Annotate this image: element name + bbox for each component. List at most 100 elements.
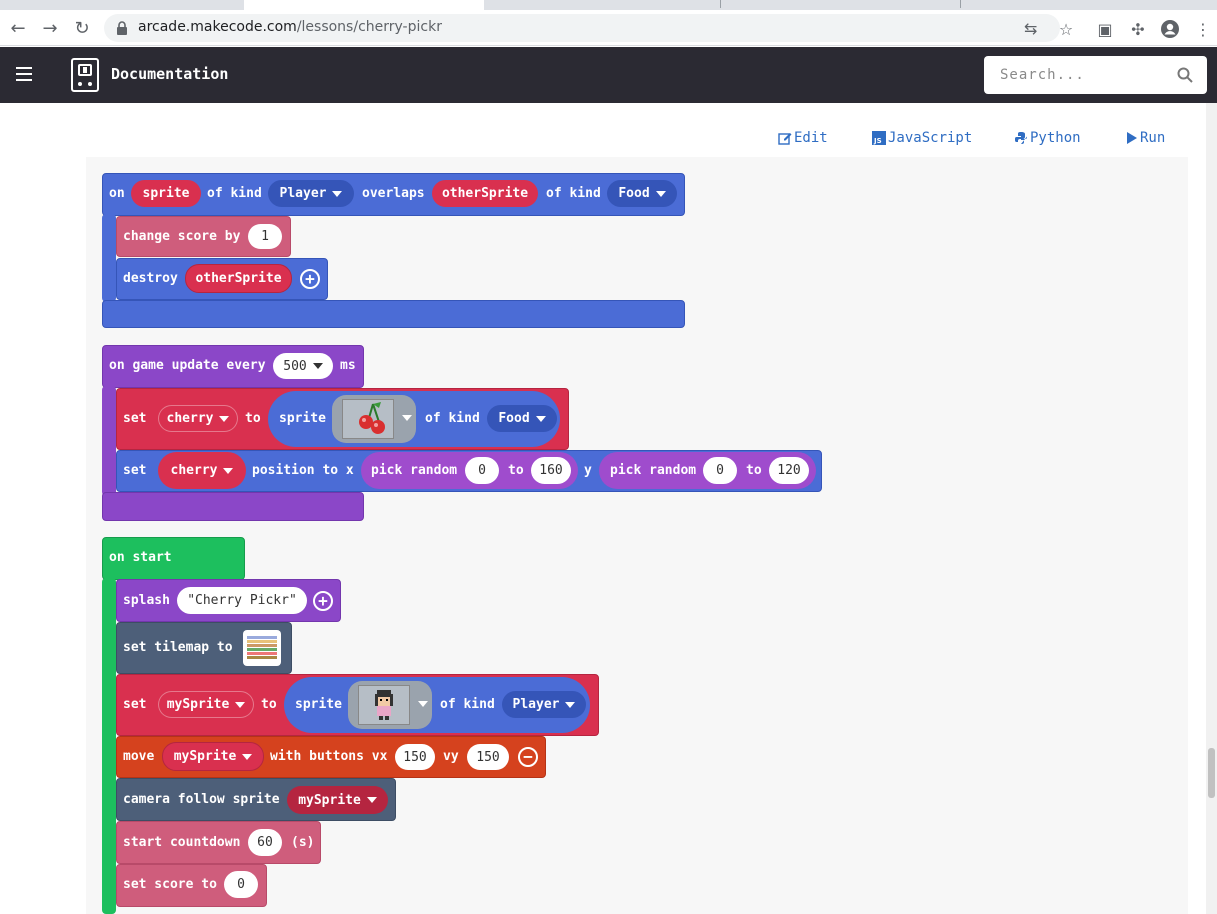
- seconds-label: (s): [291, 835, 315, 850]
- star-icon[interactable]: ☆: [1058, 19, 1074, 39]
- run-link[interactable]: Run: [1126, 130, 1165, 146]
- camera-follow-label: camera follow sprite: [123, 792, 280, 807]
- cherry-image-picker[interactable]: [332, 395, 416, 443]
- mysprite-variable-dropdown[interactable]: mySprite: [162, 742, 264, 771]
- browser-tabstrip: [0, 0, 1217, 10]
- score-change-input[interactable]: 1: [248, 224, 282, 249]
- tab-separator: [960, 0, 961, 8]
- tilemap-picker[interactable]: [243, 630, 281, 666]
- hamburger-menu-icon[interactable]: [16, 67, 32, 81]
- change-score-label: change score by: [123, 229, 241, 244]
- cherry-variable-dropdown[interactable]: cherry: [158, 452, 246, 489]
- player-character-icon: [358, 685, 410, 725]
- address-bar[interactable]: arcade.makecode.com/lessons/cherry-pickr…: [104, 14, 1060, 42]
- extension-office-icon[interactable]: ▣: [1097, 19, 1113, 39]
- set-label: set: [123, 697, 147, 712]
- javascript-link[interactable]: JS JavaScript: [872, 130, 973, 146]
- chevron-down-icon: [418, 701, 428, 707]
- game-update-arm: [102, 386, 116, 496]
- tab-separator: [720, 0, 721, 8]
- pick-random-label: pick random: [610, 463, 697, 478]
- scrollbar-thumb[interactable]: [1208, 748, 1215, 798]
- edit-link[interactable]: Edit: [778, 130, 828, 146]
- edit-icon: [778, 133, 792, 145]
- x-max-input[interactable]: 160: [531, 457, 571, 484]
- on-start-label: on start: [109, 550, 172, 565]
- kind-dropdown[interactable]: Food: [487, 405, 557, 432]
- profile-icon[interactable]: [1159, 18, 1181, 40]
- splash-text-input[interactable]: "Cherry Pickr": [177, 587, 307, 614]
- makecode-arcade-logo[interactable]: [71, 58, 99, 92]
- y-max-input[interactable]: 120: [769, 457, 809, 484]
- active-tab[interactable]: [244, 0, 484, 10]
- start-countdown-block[interactable]: [116, 821, 321, 864]
- countdown-input[interactable]: 60: [248, 829, 282, 856]
- back-icon[interactable]: ←: [10, 17, 26, 39]
- page-title[interactable]: Documentation: [111, 65, 229, 83]
- vy-input[interactable]: 150: [467, 744, 509, 770]
- interval-dropdown[interactable]: 500: [273, 353, 333, 379]
- of-kind-label: of kind: [207, 186, 262, 201]
- vx-input[interactable]: 150: [395, 744, 435, 770]
- puzzle-icon[interactable]: ✣: [1131, 19, 1145, 39]
- score-input[interactable]: 0: [224, 871, 258, 898]
- game-update-footer: [102, 492, 364, 521]
- to-label: to: [245, 411, 261, 426]
- kind-dropdown[interactable]: Player: [502, 691, 586, 718]
- to-label: to: [746, 463, 762, 478]
- of-kind-label: of kind: [440, 697, 495, 712]
- with-buttons-label: with buttons vx: [270, 749, 388, 764]
- search-field[interactable]: [984, 56, 1207, 94]
- ms-label: ms: [340, 358, 356, 373]
- on-start-block[interactable]: [102, 537, 245, 580]
- x-min-input[interactable]: 0: [465, 457, 499, 484]
- tilemap-icon: [247, 636, 277, 659]
- set-score-label: set score to: [123, 877, 217, 892]
- destroy-label: destroy: [123, 271, 178, 286]
- add-parameter-icon[interactable]: +: [313, 591, 333, 611]
- search-icon[interactable]: [1177, 67, 1193, 83]
- player-image-picker[interactable]: [348, 681, 432, 729]
- sprite-param[interactable]: sprite: [131, 180, 201, 207]
- othersprite-param[interactable]: otherSprite: [432, 180, 538, 207]
- cherry-variable-dropdown[interactable]: cherry: [158, 405, 238, 432]
- overlap-event-footer: [102, 300, 685, 328]
- mysprite-variable-dropdown[interactable]: mySprite: [287, 786, 388, 814]
- kind-dropdown[interactable]: Player: [268, 180, 354, 207]
- add-parameter-icon[interactable]: +: [300, 269, 320, 289]
- menu-kebab-icon[interactable]: ⋮: [1195, 19, 1211, 39]
- sprite-label: sprite: [279, 411, 326, 426]
- y-label: y: [584, 463, 592, 478]
- set-label: set: [123, 463, 147, 478]
- mysprite-variable-dropdown[interactable]: mySprite: [158, 691, 254, 718]
- svg-text:JS: JS: [873, 137, 882, 145]
- search-input[interactable]: [1000, 65, 1170, 85]
- to-label: to: [261, 697, 277, 712]
- python-link[interactable]: Python: [1014, 130, 1081, 146]
- url-text: arcade.makecode.com/lessons/cherry-pickr: [138, 19, 442, 35]
- destroy-target-param[interactable]: otherSprite: [185, 264, 292, 293]
- forward-icon[interactable]: →: [42, 17, 58, 39]
- site-header: Documentation: [0, 47, 1217, 103]
- vy-label: vy: [443, 749, 459, 764]
- game-update-label: on game update every: [109, 358, 266, 373]
- overlap-event-arm: [102, 214, 116, 302]
- sprite-label: sprite: [295, 697, 342, 712]
- python-icon: [1015, 132, 1027, 144]
- on-start-arm: [102, 578, 116, 914]
- of-kind-label: of kind: [425, 411, 480, 426]
- remove-parameter-icon[interactable]: −: [518, 747, 538, 767]
- y-min-input[interactable]: 0: [703, 457, 737, 484]
- page-scrollbar[interactable]: [1206, 103, 1217, 914]
- code-actions: Edit JS JavaScript Python Run: [0, 130, 1217, 150]
- play-icon: [1127, 132, 1137, 144]
- start-countdown-label: start countdown: [123, 835, 241, 850]
- kind-dropdown[interactable]: Food: [607, 180, 677, 207]
- set-label: set: [123, 411, 147, 426]
- reload-icon[interactable]: ↻: [74, 17, 90, 39]
- pick-random-label: pick random: [371, 463, 458, 478]
- move-label: move: [123, 749, 155, 764]
- browser-toolbar: ← → ↻ arcade.makecode.com/lessons/cherry…: [0, 10, 1217, 46]
- translate-icon[interactable]: ⇆: [1024, 19, 1038, 38]
- set-tilemap-label: set tilemap to: [123, 640, 233, 655]
